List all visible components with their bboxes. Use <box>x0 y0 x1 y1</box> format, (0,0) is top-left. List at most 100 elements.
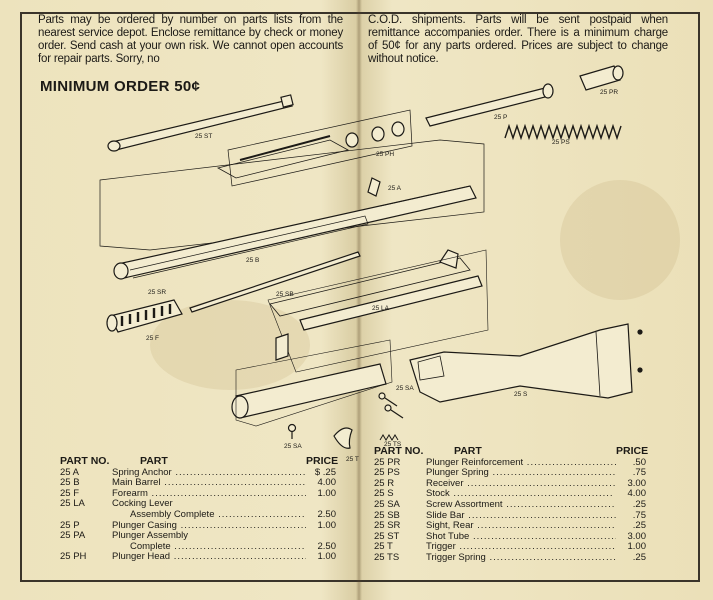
part-name: Main Barrel <box>112 478 306 489</box>
label-25sr: 25 SR <box>148 289 166 296</box>
label-25f: 25 F <box>146 335 159 342</box>
part-number: 25 A <box>60 466 80 478</box>
table-row: 25 TTrigger1.00 <box>374 542 646 553</box>
label-25la: 25 LA <box>372 305 390 312</box>
part-number: 25 PA <box>60 530 86 542</box>
part-name: Cocking Lever <box>112 499 173 510</box>
part-price: 1.00 <box>317 487 337 499</box>
table-row: 25 B Main Barrel 4.00 <box>60 478 336 489</box>
parts-price-list-left: PART NO. PART PRICE 25 A Spring Anchor $ .… <box>60 455 338 563</box>
part-name: Plunger Casing <box>112 521 306 532</box>
ordering-instructions-right: C.O.D. shipments. Parts will be sent pos… <box>368 14 668 65</box>
part-number: 25 R <box>374 477 395 489</box>
label-25pr: 25 PR <box>600 89 618 96</box>
trigger-drawing <box>333 427 353 449</box>
plunger-casing-drawing <box>425 83 554 127</box>
part-name: Complete <box>112 542 306 553</box>
part-number: 25 ST <box>374 530 400 542</box>
part-number: 25 PH <box>60 551 87 563</box>
part-price: 1.00 <box>317 551 337 563</box>
label-25ts: 25 TS <box>384 441 402 448</box>
table-row: 25 FForearm1.00 <box>60 487 337 500</box>
part-number: 25 LA <box>60 498 85 510</box>
table-row: Assembly Complete2.50 <box>60 508 337 521</box>
header-price: PRICE <box>616 445 649 457</box>
page-fold <box>356 0 362 600</box>
part-name: Receiver <box>426 479 616 490</box>
label-25t: 25 T <box>346 456 359 463</box>
part-number: 25 S <box>374 488 394 500</box>
part-number: 25 PR <box>374 456 401 468</box>
part-number: 25 PS <box>374 467 400 479</box>
part-name: Stock <box>426 489 616 500</box>
part-price: 1.00 <box>627 541 647 553</box>
part-name: Spring Anchor <box>112 468 306 479</box>
label-25ph: 25 PH <box>376 151 394 158</box>
part-price: 4.00 <box>317 477 337 489</box>
part-price: .50 <box>632 456 646 468</box>
part-price: .25 <box>632 498 646 510</box>
forearm-drawing <box>106 299 183 333</box>
part-number <box>60 510 112 521</box>
part-number: 25 F <box>60 487 80 499</box>
part-number: 25 B <box>60 477 80 489</box>
header-part-no: PART NO. <box>60 455 110 467</box>
part-number: 25 SB <box>374 509 400 521</box>
table-row: 25 SA Screw Assortment .25 <box>374 498 646 511</box>
part-name: Shot Tube <box>426 532 616 543</box>
label-25p: 25 P <box>494 114 507 121</box>
plunger-head-drawing <box>216 109 413 187</box>
part-price: 1.00 <box>317 519 337 531</box>
paper-stain <box>560 180 680 300</box>
part-number: 25 SA <box>374 498 400 510</box>
table-header: PART NO. PART PRICE <box>60 455 338 467</box>
part-name: Trigger <box>426 542 616 553</box>
plunger-casing-lower-drawing <box>231 339 393 427</box>
part-name: Plunger Head <box>112 552 306 563</box>
label-25sa-left: 25 SA <box>284 443 302 450</box>
part-name: Trigger Spring <box>426 553 616 564</box>
main-barrel-drawing <box>113 185 477 280</box>
label-25st: 25 ST <box>195 133 212 140</box>
receiver-outline <box>99 139 485 251</box>
table-header: PART NO. PART PRICE <box>374 445 649 457</box>
part-name: Plunger Assembly <box>112 531 189 542</box>
trigger-spring-drawing <box>379 434 399 441</box>
label-25s: 25 S <box>514 391 528 398</box>
plunger-reinforcement-drawing <box>579 65 624 91</box>
part-name: Screw Assortment <box>426 500 616 511</box>
spring-anchor-drawing <box>367 177 381 197</box>
table-row: 25 S Stock 4.00 <box>374 489 646 500</box>
stock-drawing <box>409 323 643 403</box>
ordering-instructions-left: Parts may be ordered by number on parts … <box>38 14 343 65</box>
part-name: Sight, Rear <box>426 521 616 532</box>
label-25sb: 25 SB <box>276 291 294 298</box>
part-price: 2.50 <box>317 540 337 552</box>
table-row: Complete 2.50 <box>60 540 337 553</box>
table-row: 25 A Spring Anchor $ .25 <box>60 466 336 479</box>
part-price: .25 <box>632 551 646 563</box>
table-row: 25 LA Cocking Lever <box>60 499 336 510</box>
part-price: $ .25 <box>314 466 336 478</box>
part-price: 2.50 <box>317 508 337 520</box>
part-name: Plunger Spring <box>426 468 616 479</box>
table-row: 25 PA Plunger Assembly <box>60 531 336 542</box>
part-price: 4.00 <box>627 488 647 500</box>
page-border <box>20 12 700 582</box>
shot-tube-drawing <box>107 94 294 152</box>
header-part: PART <box>140 456 168 467</box>
label-25sa-right: 25 SA <box>396 385 414 392</box>
label-25ps: 25 PS <box>552 139 570 146</box>
table-row: 25 PH Plunger Head 1.00 <box>60 552 336 563</box>
part-number: 25 P <box>60 519 80 531</box>
label-25b: 25 B <box>246 257 259 264</box>
table-row: 25 P Plunger Casing 1.00 <box>60 519 337 532</box>
